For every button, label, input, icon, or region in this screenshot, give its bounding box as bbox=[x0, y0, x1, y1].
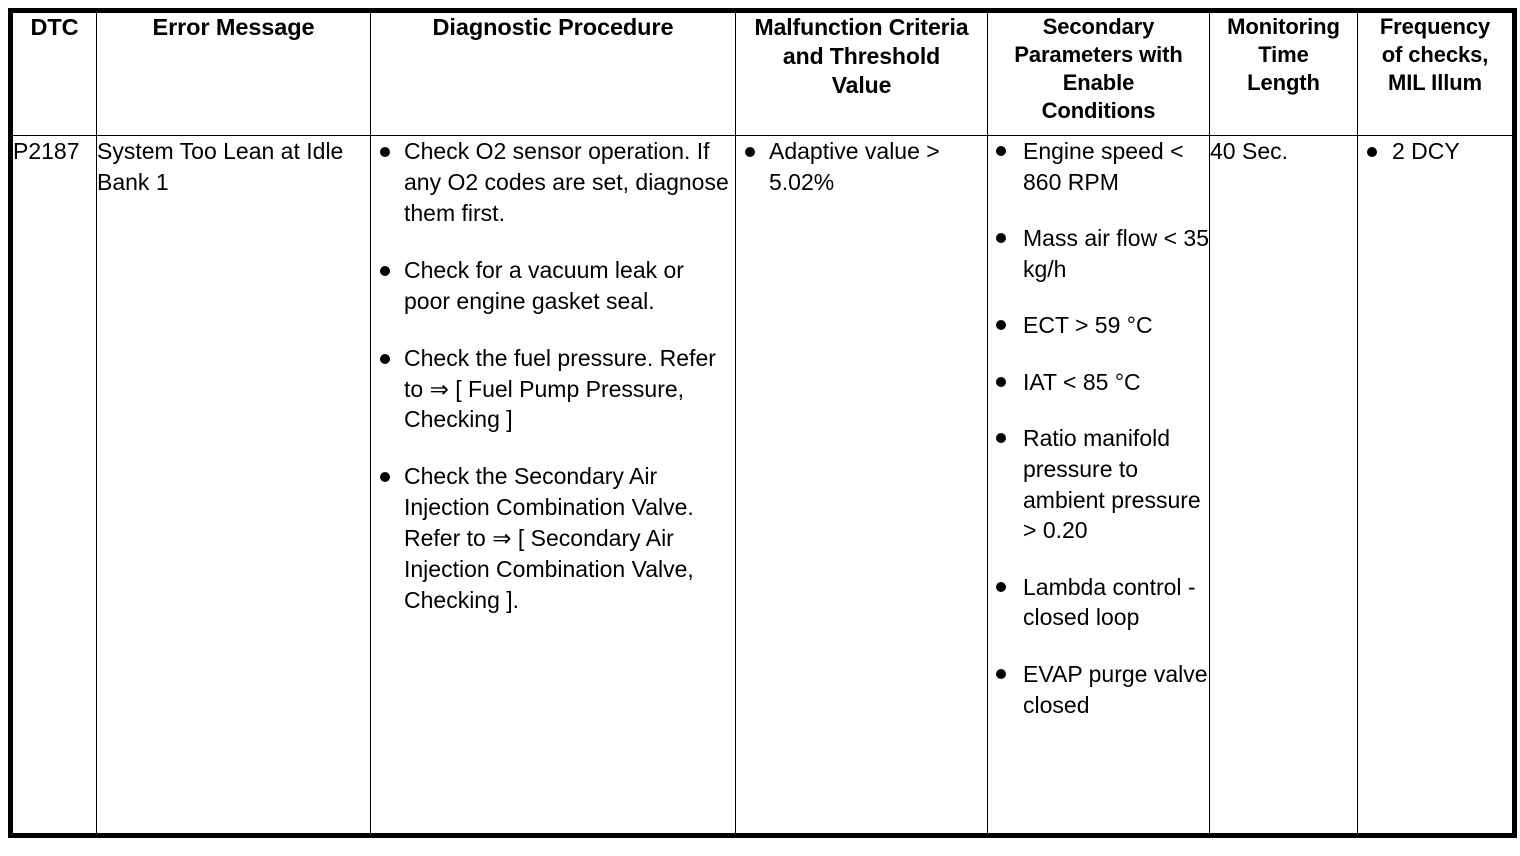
header-text-monitoring-line2: Time bbox=[1258, 41, 1309, 67]
dtc-diagnostic-table: DTC Error Message Diagnostic Procedure M… bbox=[8, 8, 1517, 838]
header-text-frequency-line1: Frequency bbox=[1379, 14, 1491, 39]
list-item: IAT < 85 °C bbox=[988, 367, 1209, 398]
list-item: Engine speed < 860 RPM bbox=[988, 136, 1209, 197]
list-item: EVAP purge valve closed bbox=[988, 659, 1209, 720]
cell-error-message: System Too Lean at Idle Bank 1 bbox=[96, 135, 371, 836]
header-row: DTC Error Message Diagnostic Procedure M… bbox=[10, 10, 1515, 136]
column-header-secondary-parameters: Secondary Parameters with Enable Conditi… bbox=[987, 10, 1210, 136]
list-item: Ratio manifold pressure to ambient press… bbox=[988, 423, 1209, 545]
cell-malfunction-criteria: Adaptive value > 5.02% bbox=[735, 135, 988, 836]
table-header: DTC Error Message Diagnostic Procedure M… bbox=[10, 10, 1515, 136]
list-item: Lambda control - closed loop bbox=[988, 572, 1209, 633]
table-row: P2187 System Too Lean at Idle Bank 1 Che… bbox=[10, 135, 1515, 836]
frequency-of-checks-list: 2 DCY bbox=[1358, 136, 1512, 167]
column-header-frequency-of-checks: Frequency of checks, MIL Illum bbox=[1357, 10, 1515, 136]
list-item: Adaptive value > 5.02% bbox=[736, 136, 987, 198]
list-item: Check the Secondary Air Injection Combin… bbox=[371, 461, 735, 616]
cell-frequency-of-checks: 2 DCY bbox=[1357, 135, 1515, 836]
dtc-code: P2187 bbox=[13, 138, 80, 164]
secondary-parameters-list: Engine speed < 860 RPM Mass air flow < 3… bbox=[988, 136, 1209, 720]
column-header-diagnostic-procedure: Diagnostic Procedure bbox=[370, 10, 736, 136]
header-text-malfunction-line2: and Threshold bbox=[782, 43, 941, 70]
malfunction-criteria-list: Adaptive value > 5.02% bbox=[736, 136, 987, 198]
list-item: ECT > 59 °C bbox=[988, 310, 1209, 341]
header-text-secondary-line4: Conditions bbox=[1041, 97, 1156, 123]
header-text-secondary-line3: Enable bbox=[1062, 69, 1135, 95]
cell-monitoring-time-length: 40 Sec. bbox=[1209, 135, 1358, 836]
column-header-malfunction-criteria: Malfunction Criteria and Threshold Value bbox=[735, 10, 988, 136]
column-header-monitoring-time: Monitoring Time Length bbox=[1209, 10, 1358, 136]
header-text-secondary-line2: Parameters with bbox=[1014, 41, 1183, 67]
header-text-diagnostic-procedure: Diagnostic Procedure bbox=[432, 14, 674, 40]
header-text-monitoring-line3: Length bbox=[1247, 69, 1320, 95]
list-item: Check the fuel pressure. Refer to ⇒ [ Fu… bbox=[371, 343, 735, 436]
page-root: DTC Error Message Diagnostic Procedure M… bbox=[0, 8, 1520, 856]
monitoring-time-value: 40 Sec. bbox=[1210, 138, 1288, 164]
column-header-error-message: Error Message bbox=[96, 10, 371, 136]
error-message-text: System Too Lean at Idle Bank 1 bbox=[97, 138, 344, 196]
cell-secondary-parameters: Engine speed < 860 RPM Mass air flow < 3… bbox=[987, 135, 1210, 836]
header-text-error-message: Error Message bbox=[152, 14, 315, 40]
header-text-frequency-line2: of checks, bbox=[1381, 41, 1489, 67]
cell-dtc: P2187 bbox=[10, 135, 97, 836]
table-body: P2187 System Too Lean at Idle Bank 1 Che… bbox=[10, 135, 1515, 836]
header-text-monitoring-line1: Monitoring bbox=[1227, 14, 1340, 39]
list-item: 2 DCY bbox=[1358, 136, 1512, 167]
diagnostic-procedure-list: Check O2 sensor operation. If any O2 cod… bbox=[371, 136, 735, 616]
header-text-malfunction-line3: Value bbox=[831, 72, 892, 99]
header-text-malfunction-line1: Malfunction Criteria bbox=[754, 14, 969, 40]
list-item: Check for a vacuum leak or poor engine g… bbox=[371, 255, 735, 317]
list-item: Mass air flow < 35 kg/h bbox=[988, 223, 1209, 284]
header-text-dtc: DTC bbox=[30, 14, 79, 40]
cell-diagnostic-procedure: Check O2 sensor operation. If any O2 cod… bbox=[370, 135, 736, 836]
list-item: Check O2 sensor operation. If any O2 cod… bbox=[371, 136, 735, 229]
column-header-dtc: DTC bbox=[10, 10, 97, 136]
header-text-frequency-line3: MIL Illum bbox=[1387, 69, 1483, 95]
header-text-secondary-line1: Secondary bbox=[1042, 14, 1155, 39]
